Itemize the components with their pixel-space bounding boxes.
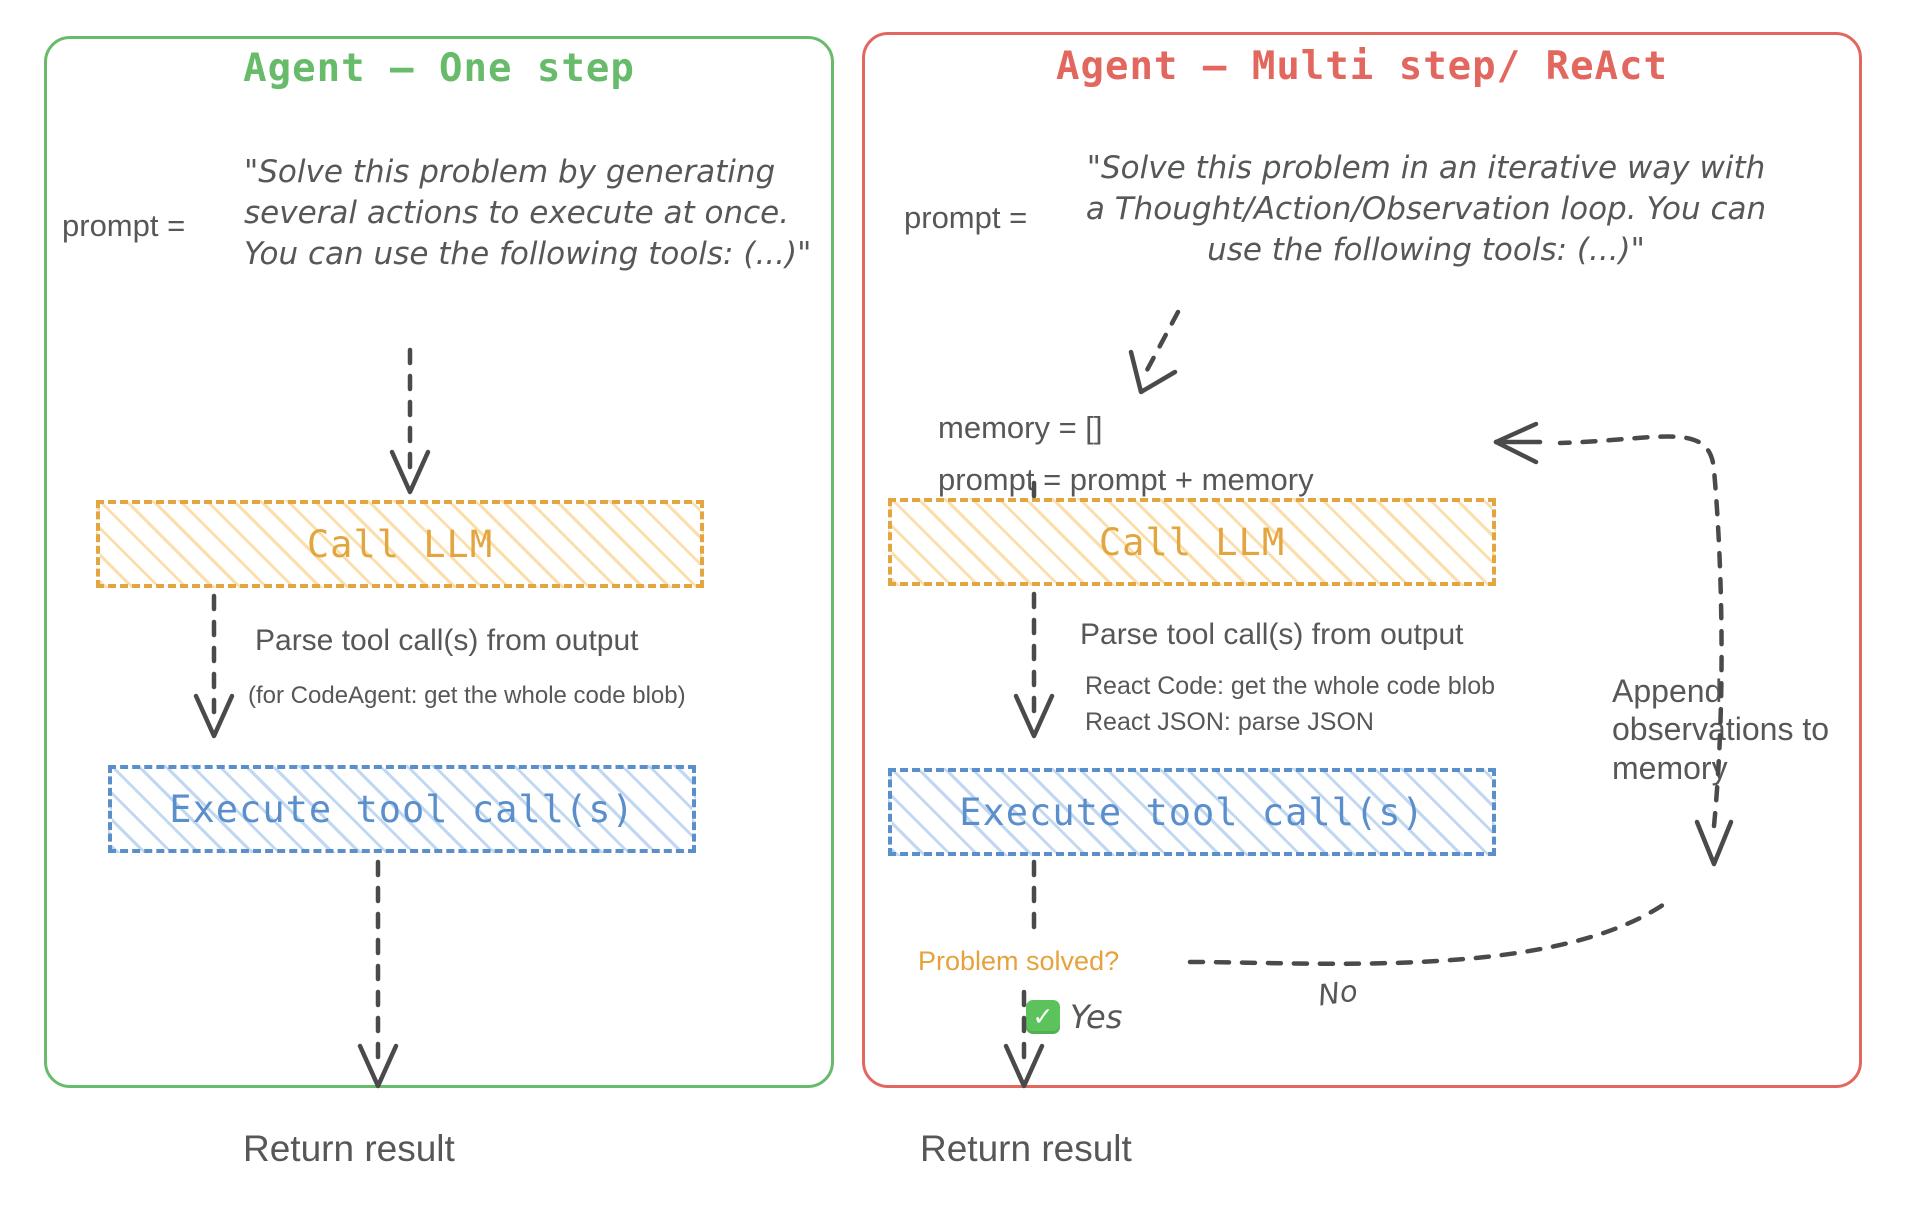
return-result-multi-step: Return result [920, 1128, 1132, 1169]
parse-subnote-react-json: React JSON: parse JSON [1085, 708, 1374, 736]
return-result-one-step: Return result [243, 1128, 455, 1169]
call-llm-box-one-step[interactable]: Call LLM [96, 500, 704, 588]
prompt-label-multi-step: prompt = [904, 200, 1028, 235]
memory-init-line: memory = [] [938, 410, 1103, 445]
prompt-concat-line: prompt = prompt + memory [938, 462, 1314, 497]
problem-solved-decision-label: Problem solved? [918, 946, 1120, 976]
check-mark-icon: ✓ [1026, 1000, 1060, 1034]
execute-tool-calls-box-multi-step[interactable]: Execute tool call(s) [888, 768, 1496, 856]
panel-title-multi-step: Agent – Multi step/ ReAct [1056, 44, 1668, 89]
yes-branch: ✓ Yes [1026, 998, 1122, 1036]
parse-note-one-step: Parse tool call(s) from output [255, 624, 639, 657]
execute-tool-calls-box-one-step[interactable]: Execute tool call(s) [108, 765, 696, 853]
yes-branch-label: Yes [1070, 998, 1123, 1036]
parse-subnote-react-code: React Code: get the whole code blob [1085, 672, 1495, 700]
no-branch-label: No [1315, 973, 1360, 1013]
prompt-text-one-step: "Solve this problem by generating severa… [244, 154, 812, 273]
parse-note-multi-step: Parse tool call(s) from output [1080, 618, 1464, 651]
panel-title-one-step: Agent – One step [243, 46, 635, 91]
parse-subnote-one-step: (for CodeAgent: get the whole code blob) [248, 682, 686, 709]
prompt-label-one-step: prompt = [62, 208, 186, 243]
prompt-text-multi-step: "Solve this problem in an iterative way … [1085, 150, 1767, 269]
append-observations-note: Append observations to memory [1612, 673, 1830, 786]
call-llm-box-multi-step[interactable]: Call LLM [888, 498, 1496, 586]
